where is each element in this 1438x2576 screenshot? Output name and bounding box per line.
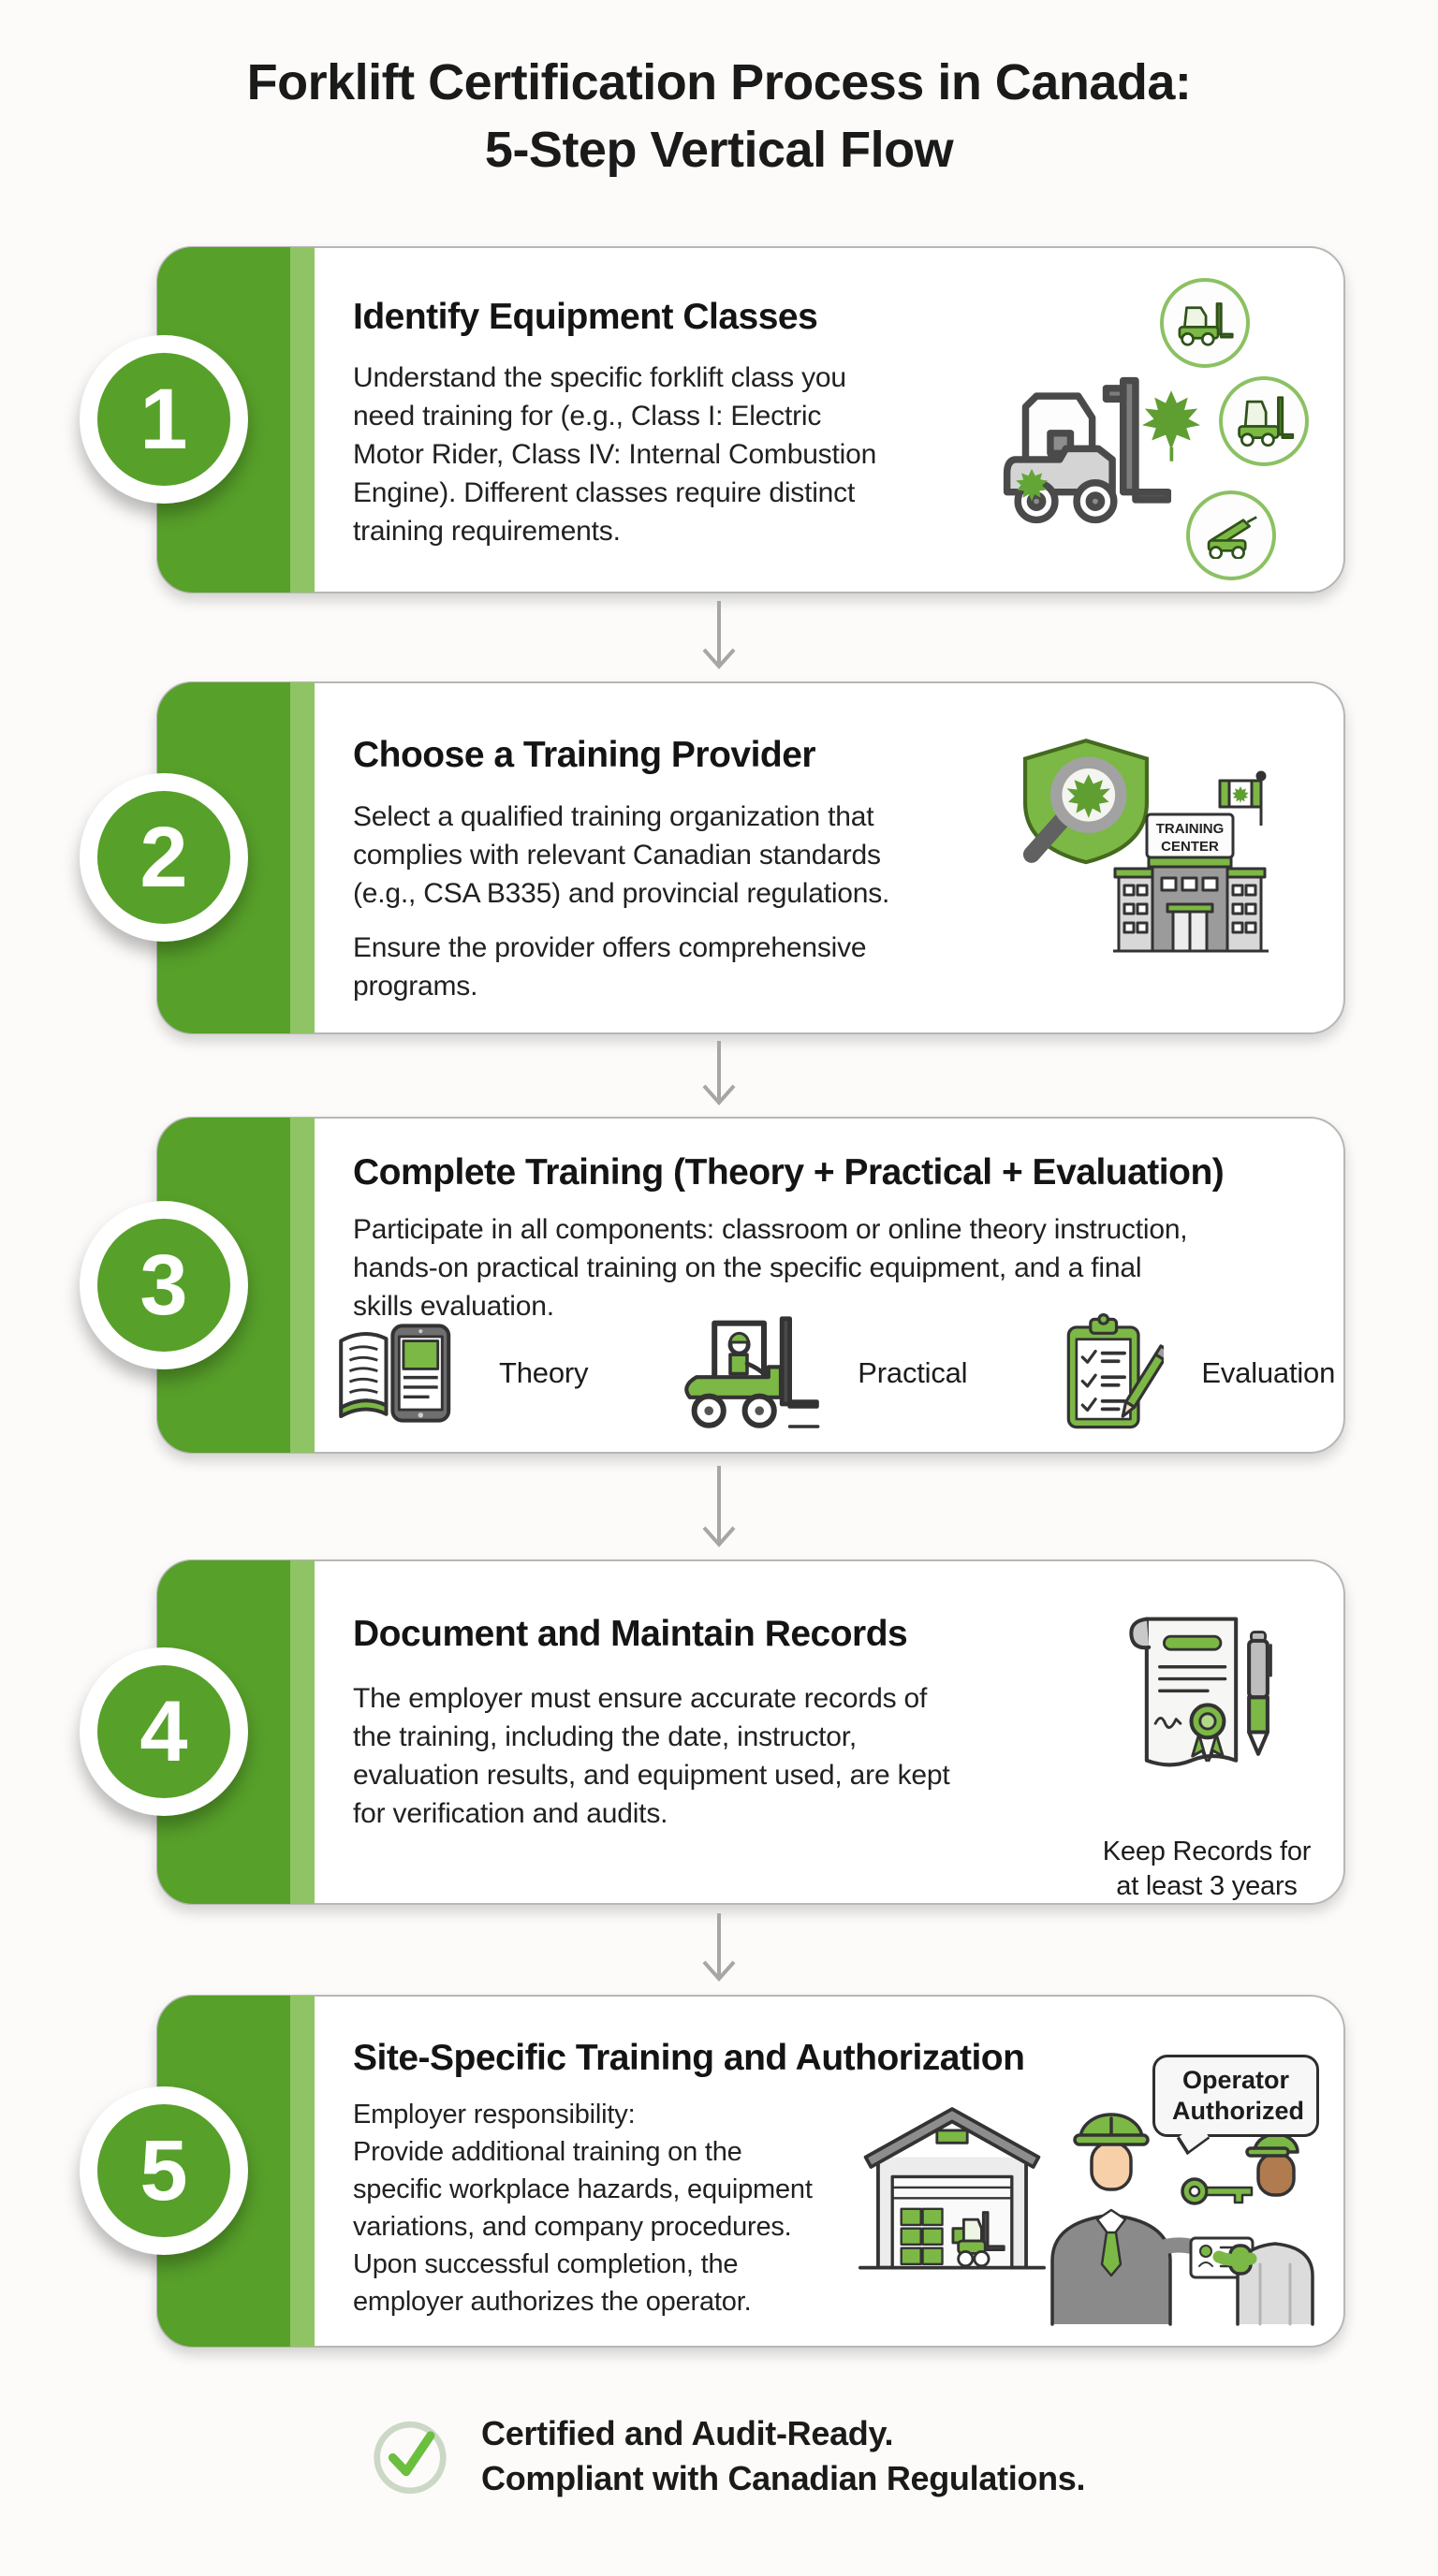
forklift-class-1-icon <box>1160 278 1250 368</box>
clipboard-checklist-icon <box>1067 1313 1165 1429</box>
theory-group: Theory <box>332 1319 588 1427</box>
step-card-2: Choose a Training Provider Select a qual… <box>156 681 1345 1034</box>
step-number-badge: 5 <box>80 2086 248 2255</box>
forklift-operator-icon <box>684 1316 820 1428</box>
book-tablet-icon <box>339 1324 451 1423</box>
speech-bubble: Operator Authorized <box>1152 2055 1319 2137</box>
page-title: Forklift Certification Process in Canada… <box>246 54 1192 178</box>
step-number: 2 <box>139 810 188 905</box>
step-number: 4 <box>139 1684 188 1779</box>
step-body: The employer must ensure accurate record… <box>353 1683 950 1829</box>
shield-magnifier-icon <box>1022 739 1150 865</box>
evaluation-group: Evaluation <box>1053 1313 1335 1433</box>
records-caption: Keep Records for at least 3 years <box>1102 1837 1312 1901</box>
step-number: 1 <box>139 372 188 467</box>
training-center-sign-line2: CENTER <box>1161 839 1219 855</box>
step-card-3: Complete Training (Theory + Practical + … <box>156 1117 1345 1454</box>
step-number: 3 <box>139 1237 188 1333</box>
step-number-badge: 2 <box>80 773 248 942</box>
step-card-4: Document and Maintain Records The employ… <box>156 1559 1345 1905</box>
canada-flag-icon <box>1218 779 1263 809</box>
step-card-5: Site-Specific Training and Authorization… <box>156 1995 1345 2348</box>
step-title: Site-Specific Training and Authorization <box>353 2038 1025 2078</box>
arrow-down-icon <box>702 1913 736 1983</box>
step-card-1: Identify Equipment Classes Understand th… <box>156 246 1345 593</box>
footer-text: Certified and Audit-Ready. Compliant wit… <box>481 2414 1086 2497</box>
step-number-badge: 3 <box>80 1201 248 1369</box>
key-icon <box>1181 2177 1254 2205</box>
step-number-badge: 1 <box>80 335 248 504</box>
arrow-down-icon <box>702 1466 736 1548</box>
telehandler-icon <box>1186 490 1276 580</box>
maple-leaf-icon <box>1016 468 1048 502</box>
step-number: 5 <box>139 2123 188 2218</box>
training-components-row: Theory <box>332 1313 1335 1433</box>
arrow-down-icon <box>702 601 736 670</box>
step-title: Identify Equipment Classes <box>353 297 818 337</box>
training-center-icon: TRAINING CENTER <box>1113 770 1269 953</box>
step-title: Document and Maintain Records <box>353 1614 908 1654</box>
icon-label: Practical <box>858 1356 968 1389</box>
certificate-icon <box>1129 1617 1272 1767</box>
step-body-2: Ensure the provider offers comprehensive… <box>353 932 867 1002</box>
forklift-class-2-icon <box>1219 376 1309 466</box>
step-body: Select a qualified training organization… <box>353 801 890 909</box>
step-body: Understand the specific forklift class y… <box>353 362 877 547</box>
step-title: Complete Training (Theory + Practical + … <box>353 1152 1225 1193</box>
training-center-sign-line1: TRAINING <box>1156 821 1225 837</box>
warehouse-icon <box>858 2107 1046 2270</box>
step-body: Participate in all components: classroom… <box>353 1214 1188 1322</box>
authorization-scene-icon <box>1050 2113 1314 2326</box>
arrow-down-icon <box>702 1041 736 1106</box>
icon-label: Evaluation <box>1201 1356 1336 1389</box>
step-number-badge: 4 <box>80 1647 248 1816</box>
icon-label: Theory <box>499 1356 589 1389</box>
forklift-icon <box>1003 376 1171 524</box>
check-circle-icon <box>374 2421 447 2495</box>
step-body: Employer responsibility: Provide additio… <box>353 2100 813 2317</box>
maple-leaf-icon <box>1141 390 1201 461</box>
practical-group: Practical <box>674 1314 968 1432</box>
worker-icon <box>1212 2132 1314 2326</box>
pen-icon <box>1247 1631 1272 1756</box>
step-title: Choose a Training Provider <box>353 735 816 775</box>
